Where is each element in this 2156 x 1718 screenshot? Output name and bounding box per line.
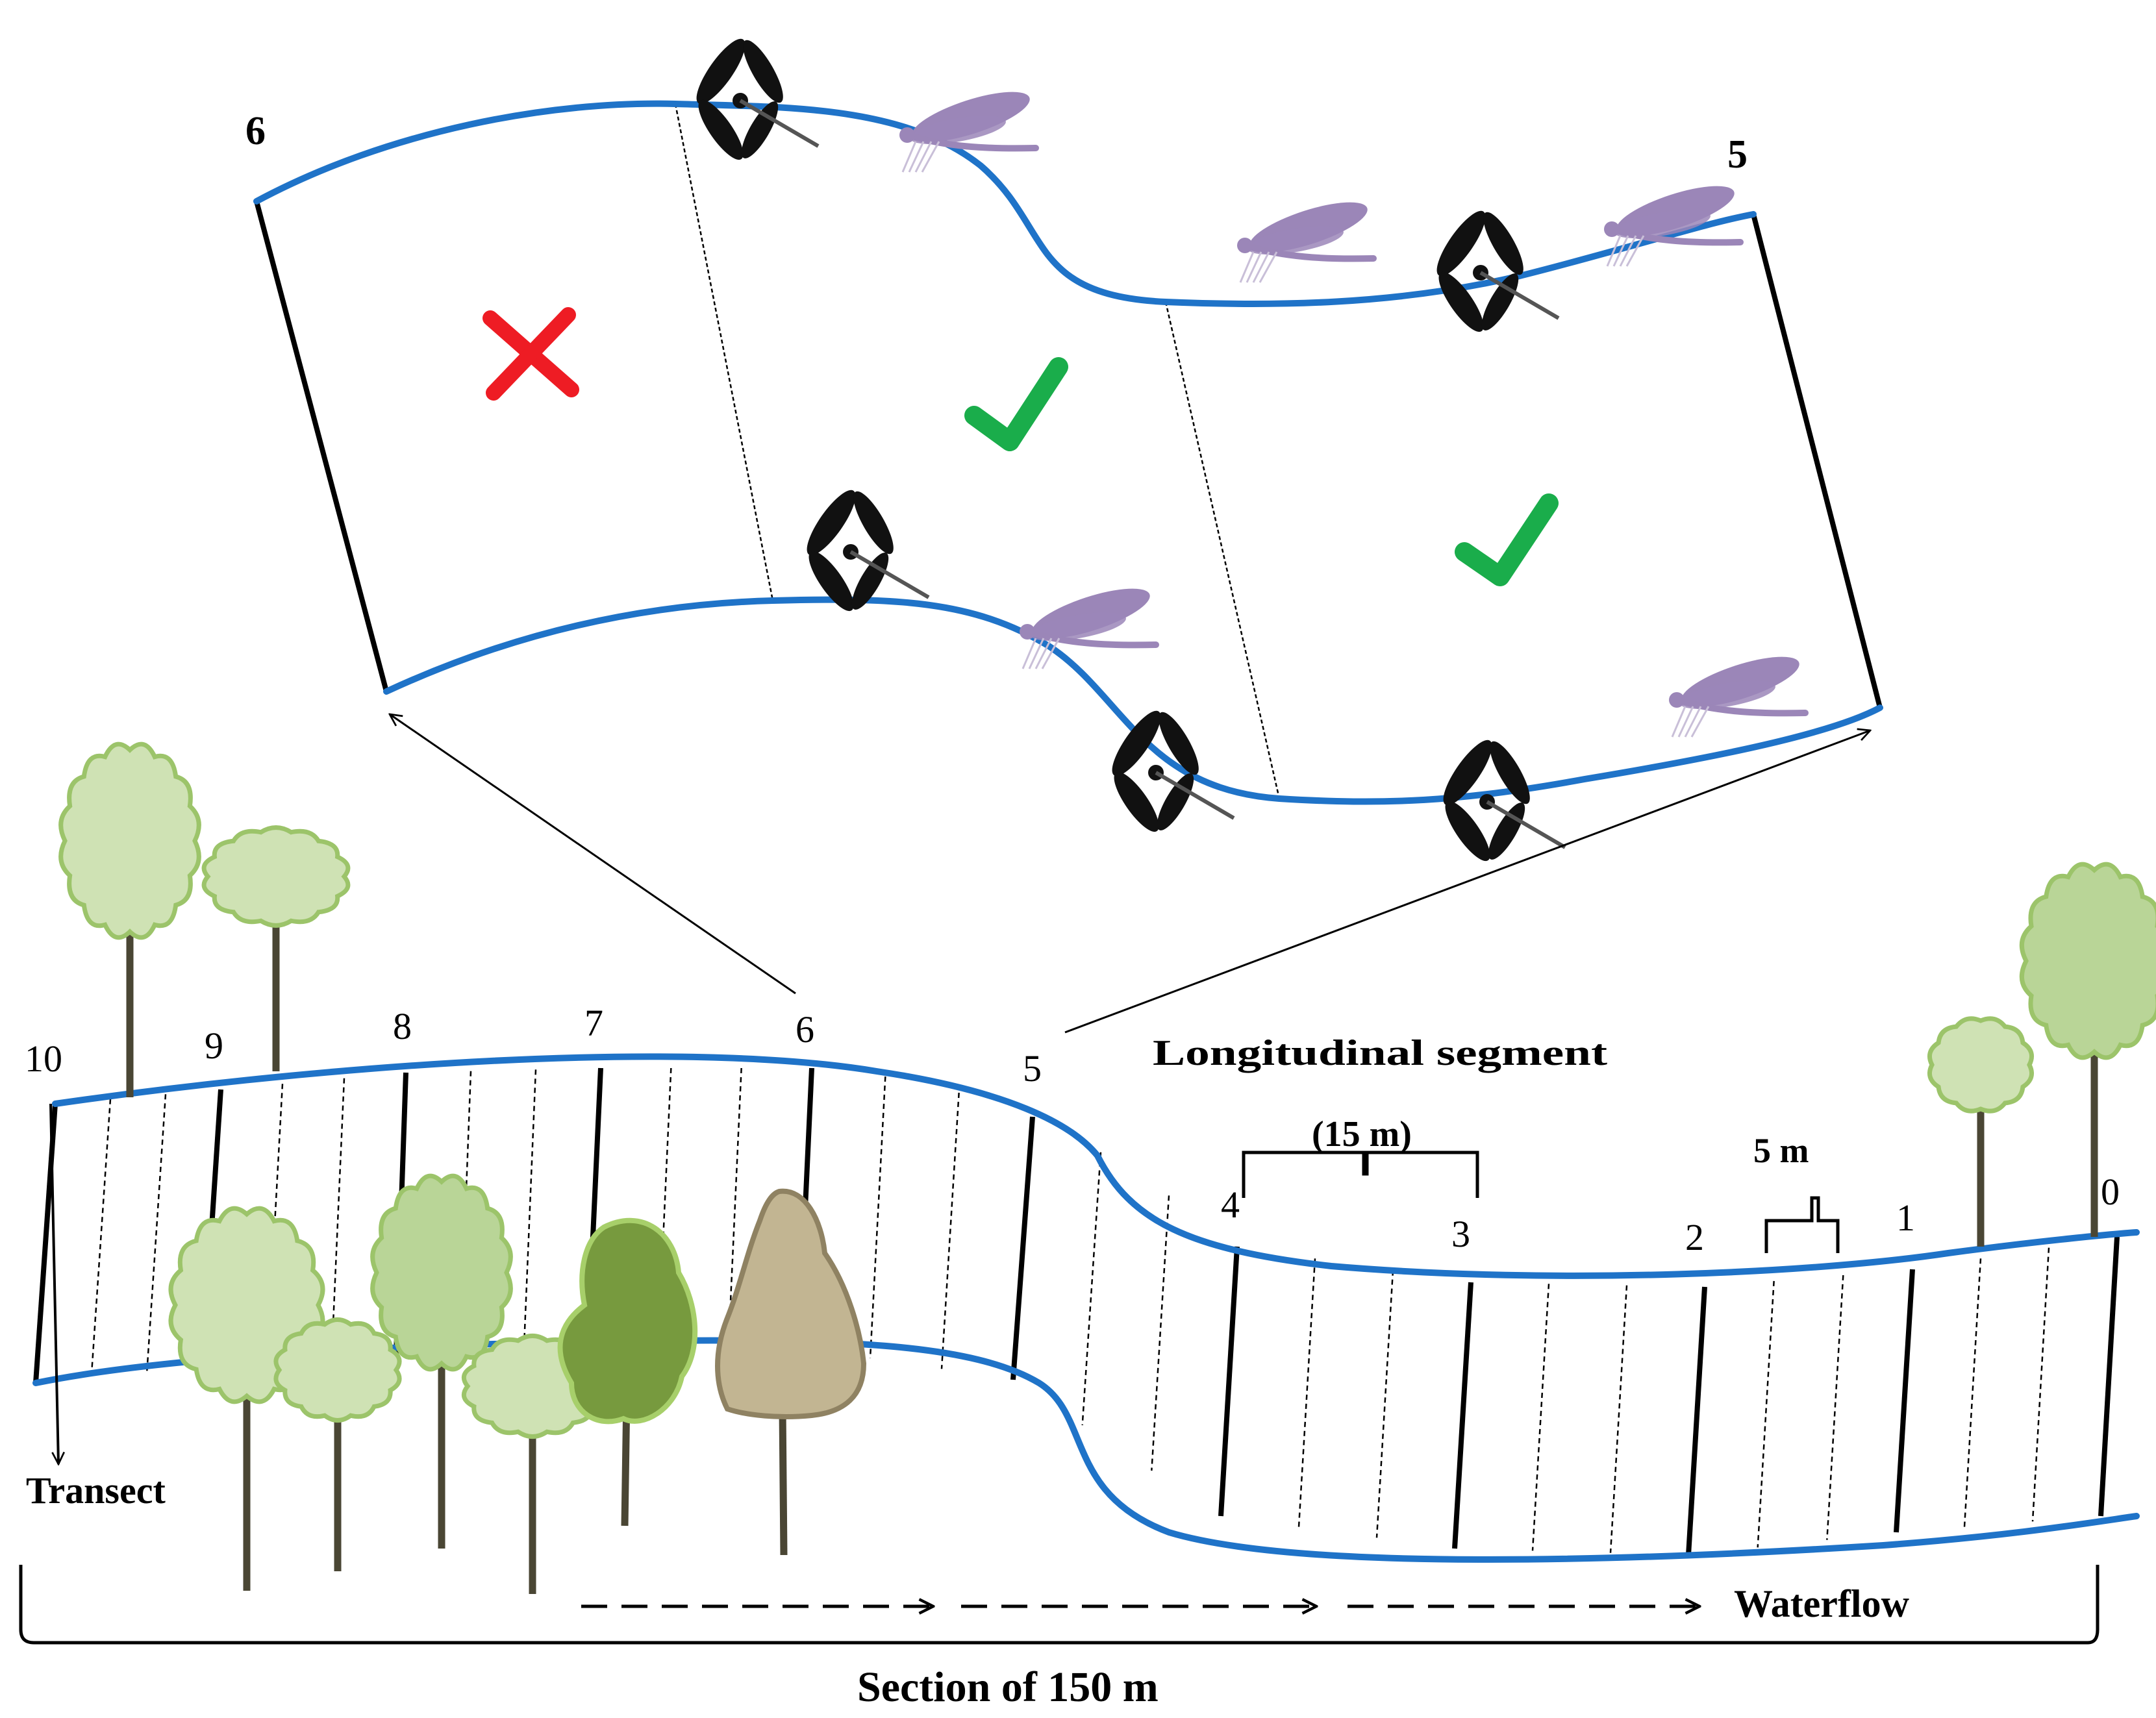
dragonfly-icon bbox=[696, 38, 820, 160]
subsegment-line bbox=[146, 1094, 167, 1371]
transect-number-3: 3 bbox=[1451, 1213, 1470, 1255]
transect-number-0: 0 bbox=[2101, 1171, 2120, 1213]
damselfly-icon bbox=[899, 92, 1039, 173]
inset-bottom-bank bbox=[383, 596, 1883, 805]
zoom-pointers bbox=[390, 714, 1870, 1034]
transect-line-8 bbox=[1686, 1286, 1707, 1556]
inset-label-right: 5 bbox=[1727, 132, 1748, 177]
stream-section: 10 9 8 7 6 5 4 3 2 1 0 Longitudinal segm… bbox=[19, 1002, 2140, 1711]
inset-segment: 6 5 bbox=[245, 38, 1883, 862]
inset-banks bbox=[253, 100, 1883, 805]
zoom-pointer-right bbox=[1064, 730, 1870, 1034]
subsegment-line bbox=[727, 1067, 742, 1349]
stream-top-bank bbox=[52, 1053, 2140, 1279]
transect-number-2: 2 bbox=[1685, 1216, 1704, 1258]
subsegment-length-label: 5 m bbox=[1753, 1131, 1809, 1170]
subsegment-line bbox=[1151, 1195, 1170, 1471]
section-bracket bbox=[19, 1565, 2100, 1645]
subsegment-line bbox=[1826, 1275, 1844, 1540]
tree-6 bbox=[273, 1317, 402, 1571]
transect-number-4: 4 bbox=[1221, 1184, 1240, 1226]
subsegment-line bbox=[657, 1067, 672, 1349]
zoom-pointer-left bbox=[390, 714, 796, 995]
subsegment-line bbox=[331, 1078, 345, 1358]
transect-number-7: 7 bbox=[584, 1002, 603, 1044]
subsegment-line bbox=[1375, 1270, 1394, 1538]
subsegment-line bbox=[1963, 1258, 1982, 1527]
subsegment-line bbox=[2031, 1247, 2050, 1522]
damselfly-icon bbox=[1604, 186, 1744, 267]
transect-arrow bbox=[49, 1103, 58, 1464]
riparian-trees bbox=[58, 741, 2156, 1594]
transect-line-6 bbox=[1218, 1246, 1240, 1517]
transect-number-1: 1 bbox=[1896, 1197, 1915, 1239]
tree-tan bbox=[715, 1188, 867, 1556]
subsegment-line bbox=[1531, 1284, 1550, 1551]
damselfly-icon bbox=[1237, 202, 1377, 283]
subsegment-line bbox=[1081, 1152, 1102, 1426]
transect-line-5 bbox=[1010, 1116, 1035, 1380]
section-label: Section of 150 m bbox=[857, 1663, 1159, 1711]
transect-line-7 bbox=[1452, 1282, 1473, 1549]
transect-numbers: 10 9 8 7 6 5 4 3 2 1 0 bbox=[25, 1002, 2120, 1258]
inset-end-transects bbox=[254, 200, 1883, 708]
subsegment-line bbox=[1297, 1258, 1316, 1527]
inset-odonata bbox=[696, 38, 1809, 862]
tree-1 bbox=[58, 741, 201, 1097]
transect-number-6: 6 bbox=[796, 1008, 814, 1051]
inset-transect-right bbox=[1751, 214, 1883, 708]
segment-bracket bbox=[1242, 1151, 1479, 1198]
inset-top-bank bbox=[253, 100, 1757, 308]
tree-dark bbox=[557, 1217, 698, 1526]
included-check-icon-2 bbox=[1455, 493, 1559, 586]
transect-number-5: 5 bbox=[1023, 1047, 1042, 1089]
subsegment-line bbox=[90, 1099, 112, 1377]
subsegment-line bbox=[1757, 1280, 1775, 1548]
dragonfly-icon bbox=[1112, 710, 1235, 832]
transect-number-8: 8 bbox=[393, 1005, 412, 1047]
dragonfly-icon bbox=[807, 490, 930, 612]
waterflow-label: Waterflow bbox=[1734, 1582, 1910, 1625]
inset-divider-2 bbox=[1164, 301, 1281, 799]
inset-divider-1 bbox=[674, 103, 774, 601]
stream-banks bbox=[32, 1053, 2140, 1563]
transect-line-10 bbox=[2098, 1236, 2120, 1517]
subsegment-lines bbox=[90, 1067, 2050, 1553]
inset-subsegment-dividers bbox=[674, 103, 1281, 799]
inset-label-left: 6 bbox=[245, 109, 266, 153]
subsegment-bracket bbox=[1764, 1196, 1840, 1253]
transect-number-9: 9 bbox=[205, 1025, 223, 1067]
subsegment-line bbox=[869, 1076, 886, 1358]
damselfly-icon bbox=[1020, 588, 1159, 669]
segment-length-label: (15 m) bbox=[1312, 1114, 1412, 1154]
dragonfly-icon bbox=[1443, 740, 1566, 862]
subsegment-line bbox=[1609, 1285, 1628, 1553]
longitudinal-segment-label: Longitudinal segment bbox=[1153, 1033, 1607, 1073]
subsegment-line bbox=[940, 1092, 960, 1369]
transect-line-9 bbox=[1894, 1269, 1915, 1533]
subsegment-line bbox=[523, 1069, 537, 1351]
inset-transect-left bbox=[254, 200, 389, 693]
tree-4 bbox=[2019, 862, 2156, 1237]
transect-label: Transect bbox=[26, 1469, 166, 1512]
dragonfly-icon bbox=[1436, 210, 1560, 332]
damselfly-icon bbox=[1669, 656, 1809, 738]
transect-number-10: 10 bbox=[25, 1038, 62, 1080]
excluded-cross-icon bbox=[483, 307, 579, 401]
included-check-icon-1 bbox=[964, 357, 1068, 451]
tree-2 bbox=[201, 825, 351, 1071]
tree-3 bbox=[1927, 1016, 2034, 1247]
